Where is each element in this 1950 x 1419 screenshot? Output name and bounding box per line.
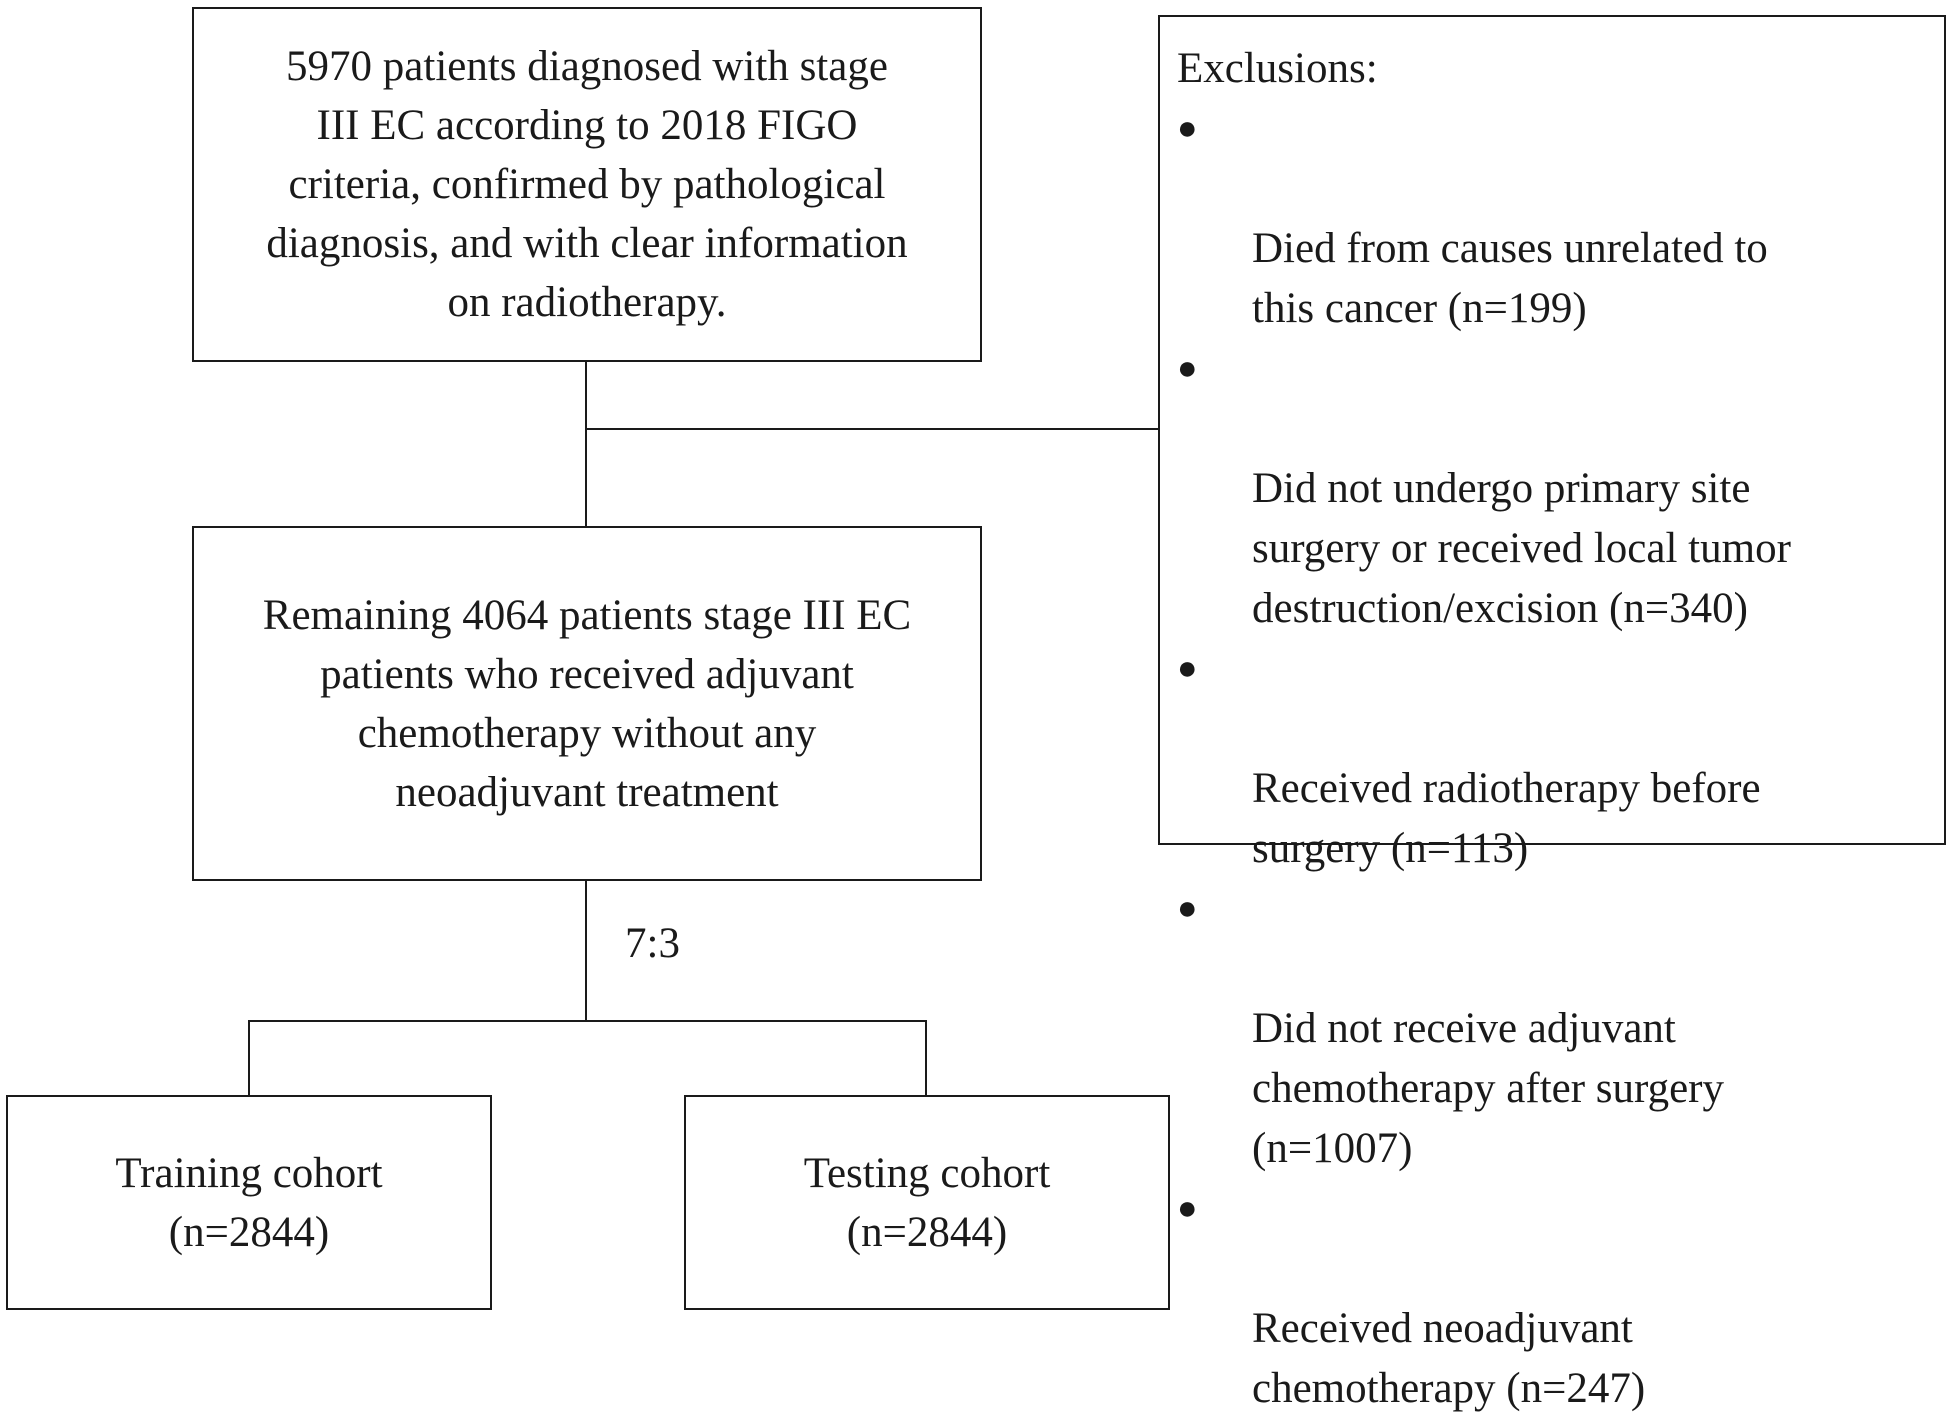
remaining-population-box: Remaining 4064 patients stage III EC pat… [192,526,982,881]
exclusion-item-label: Did not undergo primary site surgery or … [1252,465,1791,632]
testing-cohort-text: Testing cohort (n=2844) [803,1149,1051,1256]
exclusions-box: Exclusions: ● Died from causes unrelated… [1158,15,1946,1412]
exclusion-item-label: Did not receive adjuvant chemotherapy af… [1252,1005,1724,1172]
initial-population-box: 5970 patients diagnosed with stage III E… [192,7,982,362]
connector-to-testing [925,1020,927,1096]
bullet-icon: ● [1177,1190,1198,1227]
exclusion-item: ● Received radiotherapy before surgery (… [1177,639,1924,879]
connector-initial-to-remaining [585,361,587,527]
exclusion-item-label: Died from causes unrelated to this cance… [1252,225,1768,332]
split-ratio-label: 7:3 [625,920,680,967]
exclusion-item-label: Received radiotherapy before surgery (n=… [1252,765,1761,872]
remaining-population-text: Remaining 4064 patients stage III EC pat… [262,591,912,816]
connector-to-training [248,1020,250,1096]
exclusions-list: ● Died from causes unrelated to this can… [1177,99,1924,1419]
exclusions-title: Exclusions: [1177,45,1378,92]
bullet-icon: ● [1177,650,1198,687]
connector-to-exclusions [585,428,1159,430]
exclusion-item: ● Died from causes unrelated to this can… [1177,99,1924,339]
bullet-icon: ● [1177,890,1198,927]
training-cohort-text: Training cohort (n=2844) [115,1149,383,1256]
exclusion-item: ● Received neoadjuvant chemotherapy (n=2… [1177,1179,1924,1419]
testing-cohort-box: Testing cohort (n=2844) [684,1095,1170,1310]
connector-remaining-to-split [585,880,587,1021]
initial-population-text: 5970 patients diagnosed with stage III E… [266,43,908,326]
exclusion-item: ● Did not receive adjuvant chemotherapy … [1177,879,1924,1179]
bullet-icon: ● [1177,110,1198,147]
connector-split-horizontal [248,1020,927,1022]
bullet-icon: ● [1177,350,1198,387]
exclusion-item: ● Did not undergo primary site surgery o… [1177,339,1924,639]
exclusion-item-label: Received neoadjuvant chemotherapy (n=247… [1252,1305,1646,1412]
training-cohort-box: Training cohort (n=2844) [6,1095,492,1310]
